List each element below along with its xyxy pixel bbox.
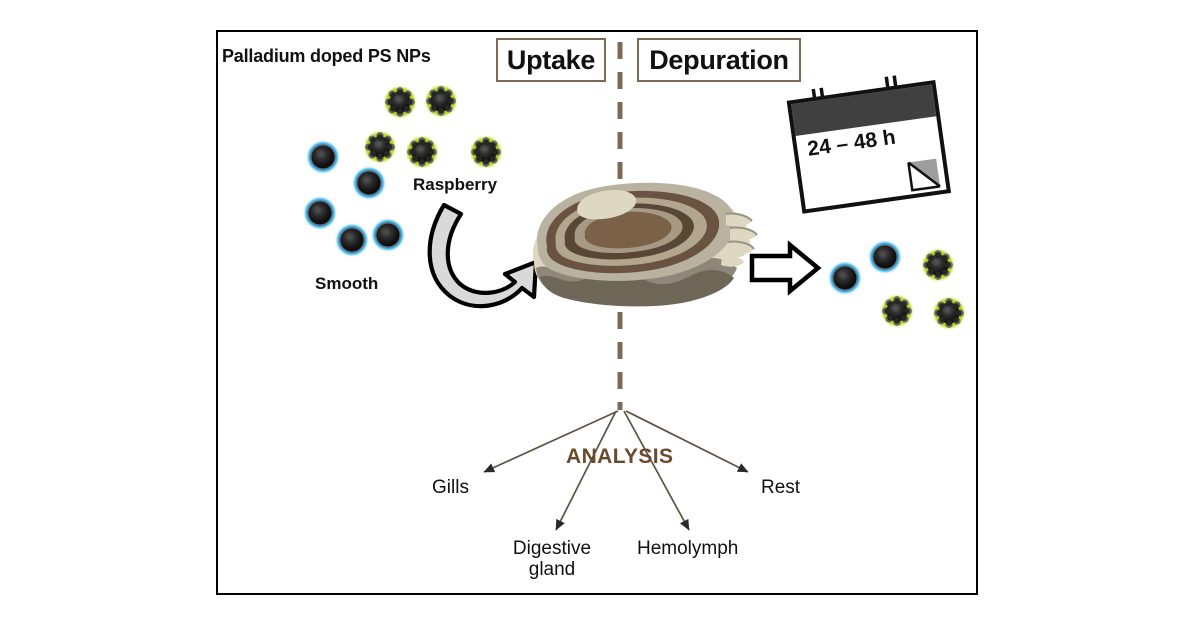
analysis-title: ANALYSIS: [566, 445, 674, 468]
np-type-label-raspberry: Raspberry: [413, 175, 498, 194]
figure-frame: [216, 30, 978, 595]
phase-label-uptake[interactable]: Uptake: [496, 38, 606, 82]
phase-label-depuration[interactable]: Depuration: [637, 38, 801, 82]
analysis-target-gills: Gills: [432, 477, 469, 498]
analysis-target-hemolymph: Hemolymph: [637, 538, 739, 559]
np-type-label-smooth: Smooth: [315, 274, 379, 293]
analysis-target-rest: Rest: [761, 477, 801, 498]
np-source-label: Palladium doped PS NPs: [222, 46, 431, 66]
